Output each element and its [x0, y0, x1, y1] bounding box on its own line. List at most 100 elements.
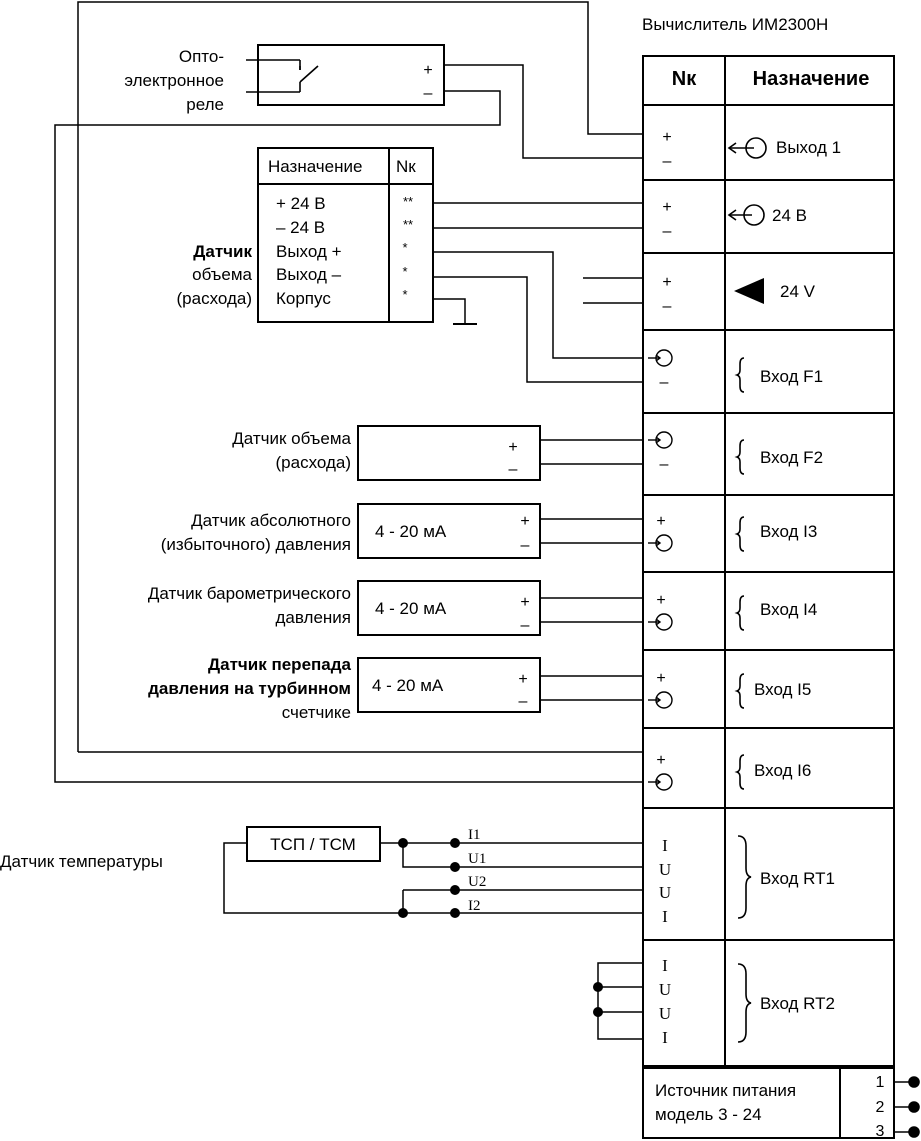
volume-sensor-1-header-purpose: Назначение — [268, 157, 362, 176]
pin-i2: I — [662, 907, 668, 926]
brace-icon — [734, 357, 745, 393]
terminal-purpose: Вход F1 — [760, 367, 823, 386]
volume-sensor-1-nk-3: * — [402, 240, 407, 255]
volume-sensor-1-row-5: Корпус — [276, 289, 331, 308]
baro-pressure-plus: + — [520, 594, 529, 611]
opto-relay-label-1: Опто- — [179, 47, 224, 66]
abs-pressure-minus: – — [521, 537, 530, 554]
diff-pressure-label-3: счетчике — [282, 703, 351, 722]
brace-icon — [734, 673, 745, 709]
wires — [54, 1, 643, 1040]
volume-sensor-1-row-1: + 24 В — [276, 194, 326, 213]
triangle-left-icon — [734, 278, 764, 304]
volume-sensor-2-label-1: Датчик объема — [232, 429, 351, 448]
device-terminal-table — [642, 55, 895, 1067]
input-circle-icon — [648, 534, 673, 552]
input-circle-icon — [648, 349, 673, 367]
power-supply-label-line1: Источник питания — [655, 1081, 796, 1100]
baro-pressure-range: 4 - 20 мА — [375, 599, 447, 618]
volume-sensor-1-label-1: Датчик — [193, 242, 252, 261]
volume-sensor-2-plus: + — [508, 439, 517, 456]
device-title: Вычислитель ИМ2300Н — [642, 15, 828, 34]
pin-minus: – — [660, 374, 669, 391]
pin-minus: – — [663, 153, 672, 170]
abs-pressure-plus: + — [520, 513, 529, 530]
pin-i1: I — [662, 836, 668, 855]
abs-pressure-box — [357, 503, 541, 559]
pin-plus: + — [662, 129, 671, 146]
temperature-sensor-element: ТСП / ТСМ — [270, 835, 356, 854]
opto-relay-plus: + — [423, 62, 432, 79]
brace-icon — [734, 439, 745, 475]
pin-i2: I — [662, 1028, 668, 1047]
input-circle-icon — [648, 613, 673, 631]
terminal-purpose: Вход I5 — [754, 680, 811, 699]
pin-plus: + — [656, 592, 665, 609]
volume-sensor-2-minus: – — [509, 461, 518, 478]
opto-relay-minus: – — [424, 85, 433, 102]
pin-u2: U — [659, 1004, 671, 1023]
wire-label-i2: I2 — [468, 898, 481, 914]
power-supply-label-line2: модель 3 - 24 — [655, 1105, 762, 1124]
terminal-row-24v-out: + – 24 В — [662, 199, 807, 240]
input-circle-icon — [648, 691, 673, 709]
terminal-row-input-rt2: I U U I Вход RT2 — [659, 956, 835, 1047]
power-supply-box — [642, 1067, 895, 1139]
terminal-purpose: 24 V — [780, 282, 816, 301]
volume-sensor-2-label-2: (расхода) — [276, 453, 352, 472]
wire-label-u1: U1 — [468, 851, 486, 867]
table-header-purpose: Назначение — [753, 68, 870, 90]
volume-sensor-1-header-nk: Nк — [396, 157, 416, 176]
volume-sensor-1-nk-5: * — [402, 287, 407, 302]
terminal-row-input-i6: + Вход I6 — [648, 752, 811, 791]
terminal-purpose: Вход RT2 — [760, 994, 835, 1013]
terminal-row-input-rt1: I U U I Вход RT1 — [659, 835, 835, 926]
volume-sensor-1-table — [257, 147, 434, 323]
diff-pressure-minus: – — [519, 693, 528, 710]
terminal-row-input-f2: – Вход F2 — [648, 431, 823, 475]
diff-pressure-box — [357, 657, 541, 713]
brace-icon — [737, 835, 752, 919]
terminal-row-input-i4: + Вход I4 — [648, 592, 817, 631]
output-arrow-icon — [727, 137, 767, 159]
input-circle-icon — [648, 431, 673, 449]
input-circle-icon — [648, 773, 673, 791]
terminal-row-24v-in: + – 24 V — [662, 274, 815, 315]
power-pin-3: 3 — [876, 1123, 885, 1140]
pin-plus: + — [662, 274, 671, 291]
power-pin-1: 1 — [876, 1074, 885, 1091]
terminal-row-input-f1: – Вход F1 — [648, 349, 823, 393]
pin-minus: – — [660, 456, 669, 473]
brace-icon — [734, 516, 745, 552]
terminal-purpose: Вход I6 — [754, 761, 811, 780]
terminal-row-output-1: + – Выход 1 — [662, 129, 841, 170]
pin-u1: U — [659, 980, 671, 999]
terminal-purpose: Выход 1 — [776, 138, 841, 157]
abs-pressure-range: 4 - 20 мА — [375, 522, 447, 541]
power-pin-2: 2 — [876, 1099, 885, 1116]
pin-plus: + — [656, 670, 665, 687]
temperature-sensor-label: Датчик температуры — [0, 852, 163, 871]
wire-label-i1: I1 — [468, 827, 481, 843]
pin-plus: + — [662, 199, 671, 216]
brace-icon — [734, 595, 745, 631]
volume-sensor-1-label-3: (расхода) — [177, 289, 253, 308]
diff-pressure-plus: + — [518, 671, 527, 688]
pin-plus: + — [656, 513, 665, 530]
volume-sensor-1-label-2: объема — [192, 265, 252, 284]
power-pin-connectors — [894, 1076, 920, 1138]
volume-sensor-1-nk-4: * — [402, 264, 407, 279]
pin-i1: I — [662, 956, 668, 975]
brace-icon — [737, 963, 752, 1043]
diff-pressure-label-2: давления на турбинном — [148, 679, 351, 698]
output-arrow-icon — [727, 204, 765, 226]
terminal-purpose: Вход F2 — [760, 448, 823, 467]
baro-pressure-label-2: давления — [276, 608, 351, 627]
abs-pressure-label-1: Датчик абсолютного — [191, 511, 351, 530]
pin-u1: U — [659, 860, 671, 879]
terminal-purpose: Вход I4 — [760, 600, 817, 619]
volume-sensor-1-row-3: Выход + — [276, 242, 342, 261]
opto-relay-box — [257, 44, 445, 106]
terminal-purpose: 24 В — [772, 206, 807, 225]
